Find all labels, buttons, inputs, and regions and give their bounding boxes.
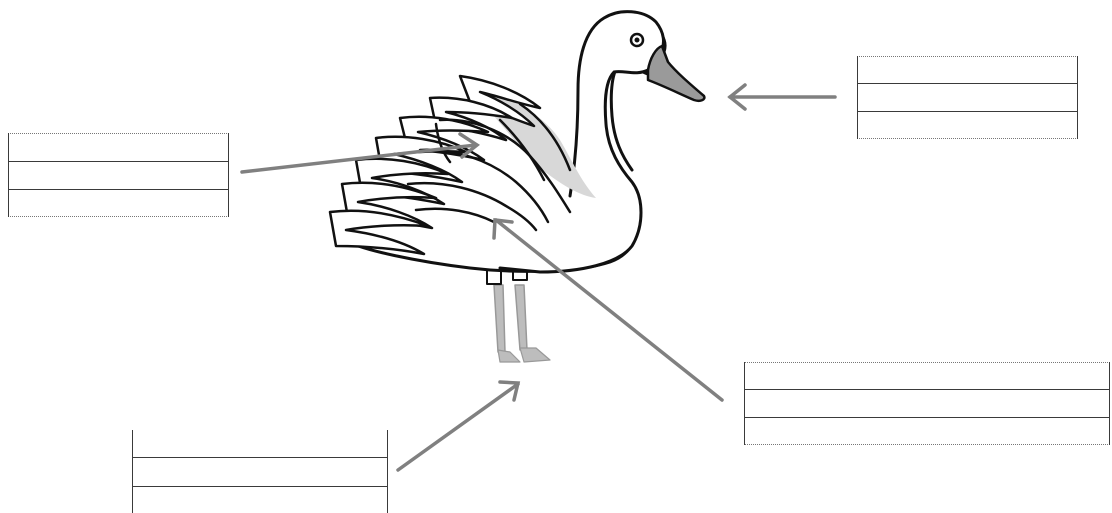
swan-neck-head	[498, 10, 665, 274]
swan-wing-curves	[406, 102, 572, 232]
arrow-to-wing	[240, 143, 478, 174]
wing-label-box	[8, 133, 229, 217]
feet-label-input[interactable]	[136, 461, 384, 483]
swan-beak	[646, 44, 706, 103]
body-label-box	[744, 362, 1110, 445]
beak-label-input[interactable]	[861, 86, 1074, 108]
wing-label-input[interactable]	[12, 164, 225, 186]
swan-wing-feathers	[328, 74, 542, 256]
arrow-to-body	[494, 218, 724, 402]
feet-label-box	[132, 430, 388, 513]
body-label-input[interactable]	[748, 392, 1106, 414]
arrow-to-feet	[396, 382, 520, 472]
swan-legs	[486, 261, 551, 363]
swan-illustration	[328, 10, 706, 363]
pointer-arrows	[240, 83, 837, 472]
beak-label-box	[857, 56, 1078, 139]
